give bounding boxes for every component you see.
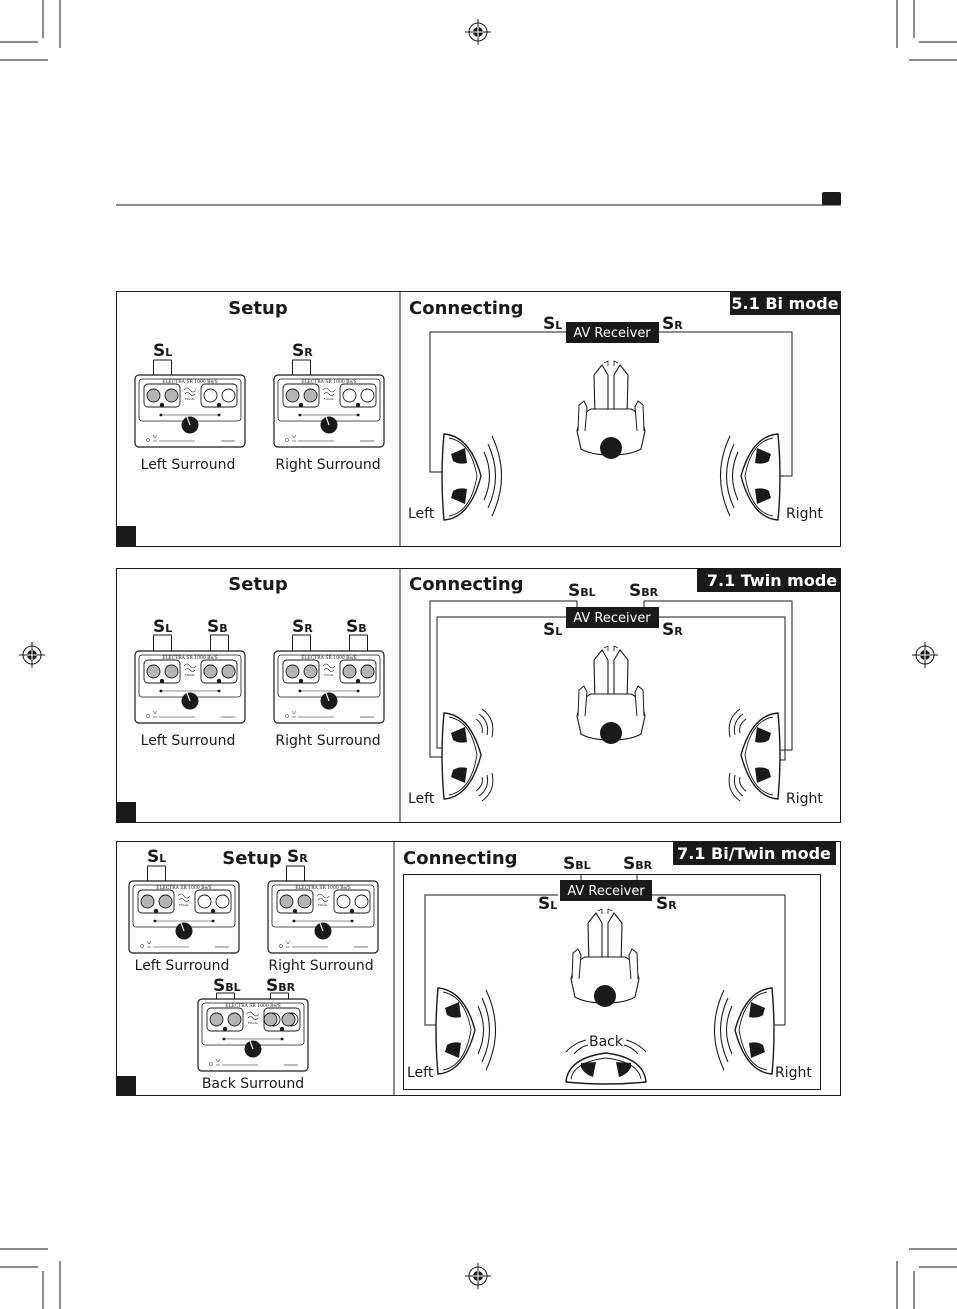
- speaker-icon: [565, 1039, 647, 1085]
- mode-label: 7.1 Twin mode: [707, 571, 837, 590]
- setup-tag-sl: SL: [153, 341, 172, 361]
- corner-marker: [117, 526, 136, 546]
- subwoofer-panel-icon: ELECTRA SR 1000 Be/S FOCAL: [128, 865, 240, 954]
- svg-text:FOCAL: FOCAL: [324, 397, 334, 401]
- unit-caption: Left Surround: [141, 733, 236, 749]
- corner-marker: [117, 802, 136, 822]
- unit-caption: Right Surround: [275, 733, 380, 749]
- subwoofer-panel-icon: ELECTRA SR 1000 Be/S FOCAL: [273, 634, 385, 724]
- room-back-label: Back: [589, 1034, 624, 1050]
- speaker-icon: [441, 433, 503, 521]
- svg-text:FOCAL: FOCAL: [318, 903, 328, 907]
- svg-text:ELECTRA SR 1000 Be/S: ELECTRA SR 1000 Be/S: [295, 885, 350, 891]
- setup-tag-sl: SL: [147, 847, 166, 867]
- connecting-title: Connecting: [409, 298, 524, 319]
- receiver-tag-sr: SR: [662, 314, 683, 334]
- connecting-title: Connecting: [403, 848, 518, 869]
- receiver-tag-sl: SL: [543, 314, 562, 334]
- svg-text:ELECTRA SR 1000 Be/S: ELECTRA SR 1000 Be/S: [162, 379, 217, 385]
- mode-label: 5.1 Bi mode: [731, 294, 838, 313]
- av-receiver-box: [566, 607, 659, 628]
- receiver-tag-sbl: SBL: [568, 581, 596, 601]
- svg-text:FOCAL: FOCAL: [185, 397, 195, 401]
- receiver-tag-sl: SL: [538, 894, 557, 914]
- receiver-tag-sbr: SBR: [623, 854, 653, 874]
- setup-tag-sr: SR: [292, 617, 313, 637]
- room-right-label: Right: [775, 1065, 812, 1081]
- unit-caption: Left Surround: [135, 958, 230, 974]
- mode-label: 7.1 Bi/Twin mode: [677, 844, 831, 863]
- listener-icon: [576, 360, 646, 460]
- speaker-icon: [441, 708, 494, 802]
- receiver-tag-sl: SL: [543, 620, 562, 640]
- setup-tag-sbl: SBL: [213, 976, 241, 996]
- room-left-label: Left: [407, 1065, 434, 1081]
- subwoofer-panel-icon: ELECTRA SR 1000 Be/S FOCAL: [134, 359, 246, 448]
- room-right-label: Right: [786, 506, 823, 522]
- receiver-tag-sr: SR: [662, 620, 683, 640]
- registration-mark-icon: [464, 18, 492, 46]
- room-right-label: Right: [786, 791, 823, 807]
- setup-tag-sbr: SBR: [266, 976, 296, 996]
- mode-badge: [673, 842, 836, 865]
- subwoofer-panel-icon: ELECTRA SR 1000 Be/S FOCAL: [273, 359, 385, 448]
- unit-caption: Back Surround: [202, 1076, 304, 1092]
- panel-5-1-bi-mode: Setup ELECTRA SR 1000 Be/S FOCAL SL Left…: [116, 291, 841, 547]
- svg-text:ELECTRA SR 1000 Be/S: ELECTRA SR 1000 Be/S: [225, 1003, 280, 1009]
- setup-tag-sr: SR: [287, 847, 308, 867]
- setup-tag-sr: SR: [292, 341, 313, 361]
- svg-text:FOCAL: FOCAL: [185, 673, 195, 677]
- speaker-icon: [435, 987, 497, 1075]
- av-receiver-box: [566, 322, 659, 343]
- setup-title: Setup: [228, 574, 288, 595]
- speaker-icon: [713, 987, 775, 1075]
- room-left-label: Left: [408, 791, 435, 807]
- unit-caption: Right Surround: [268, 958, 373, 974]
- svg-text:ELECTRA SR 1000 Be/S: ELECTRA SR 1000 Be/S: [156, 885, 211, 891]
- unit-caption: Left Surround: [141, 457, 236, 473]
- registration-mark-icon: [18, 641, 46, 669]
- listener-icon: [570, 908, 640, 1008]
- page-tab: [822, 192, 841, 205]
- subwoofer-panel-icon: ELECTRA SR 1000 Be/S FOCAL: [197, 992, 309, 1072]
- corner-marker: [117, 1076, 136, 1095]
- receiver-tag-sbr: SBR: [629, 581, 659, 601]
- av-receiver-label: AV Receiver: [567, 884, 645, 899]
- subwoofer-panel-icon: ELECTRA SR 1000 Be/S FOCAL: [267, 865, 379, 954]
- av-receiver-label: AV Receiver: [573, 326, 651, 341]
- speaker-icon: [719, 433, 781, 521]
- receiver-tag-sr: SR: [656, 894, 677, 914]
- panel-7-1-bi-twin-mode: Setup ELECTRA SR 1000 Be/S FOCAL SL Left…: [116, 841, 841, 1096]
- svg-text:FOCAL: FOCAL: [324, 673, 334, 677]
- svg-text:FOCAL: FOCAL: [179, 903, 189, 907]
- svg-text:ELECTRA SR 1000 Be/S: ELECTRA SR 1000 Be/S: [301, 379, 356, 385]
- setup-tag-sl: SL: [153, 617, 172, 637]
- registration-mark-icon: [464, 1262, 492, 1290]
- listener-icon: [576, 645, 646, 745]
- svg-text:ELECTRA SR 1000 Be/S: ELECTRA SR 1000 Be/S: [162, 655, 217, 661]
- unit-caption: Right Surround: [275, 457, 380, 473]
- mode-badge: [730, 292, 840, 315]
- av-receiver-box: [560, 880, 652, 901]
- registration-mark-icon: [911, 641, 939, 669]
- mode-badge: [697, 569, 840, 592]
- svg-text:FOCAL: FOCAL: [248, 1021, 258, 1025]
- setup-tag-sb: SB: [207, 617, 228, 637]
- connecting-title: Connecting: [409, 574, 524, 595]
- receiver-tag-sbl: SBL: [563, 854, 591, 874]
- speaker-icon: [728, 708, 781, 802]
- room-left-label: Left: [408, 506, 435, 522]
- subwoofer-panel-icon: ELECTRA SR 1000 Be/S FOCAL: [134, 634, 246, 724]
- setup-title: Setup: [222, 848, 282, 869]
- setup-title: Setup: [228, 298, 288, 319]
- svg-text:ELECTRA SR 1000 Be/S: ELECTRA SR 1000 Be/S: [301, 655, 356, 661]
- av-receiver-label: AV Receiver: [573, 611, 651, 626]
- panel-7-1-twin-mode: Setup ELECTRA SR 1000 Be/S FOCAL SL SB L…: [116, 568, 841, 823]
- setup-tag-sb: SB: [346, 617, 367, 637]
